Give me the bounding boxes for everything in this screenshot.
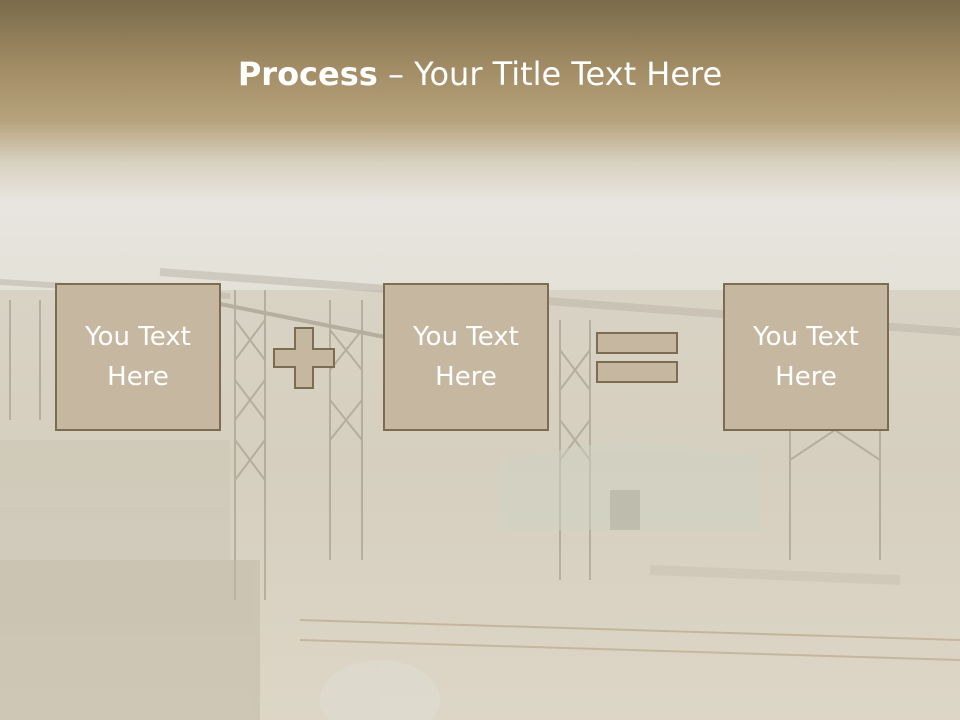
title-rest: – Your Title Text Here bbox=[377, 55, 723, 93]
process-box-2[interactable]: You Text Here bbox=[383, 283, 549, 431]
process-box-2-label: You Text Here bbox=[413, 322, 519, 392]
process-box-1-label: You Text Here bbox=[85, 322, 191, 392]
process-box-3-label: You Text Here bbox=[753, 322, 859, 392]
header-band bbox=[0, 0, 960, 200]
process-box-3[interactable]: You Text Here bbox=[723, 283, 889, 431]
process-box-1[interactable]: You Text Here bbox=[55, 283, 221, 431]
plus-icon bbox=[273, 327, 335, 389]
slide-title: Process – Your Title Text Here bbox=[0, 52, 960, 96]
equals-icon bbox=[596, 332, 678, 383]
title-bold: Process bbox=[237, 55, 378, 93]
